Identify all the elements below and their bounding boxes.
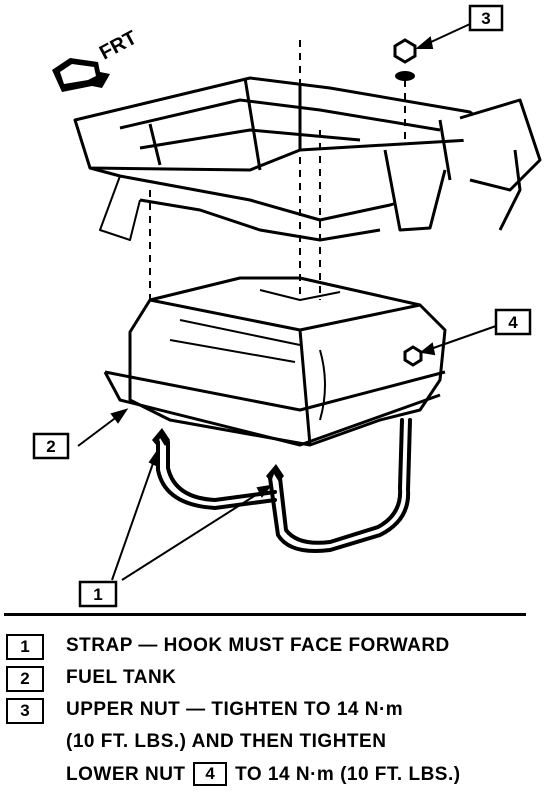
frt-label: FRT: [96, 27, 141, 65]
fuel-tank-diagram: FRT: [32, 4, 542, 608]
svg-text:3: 3: [481, 9, 490, 28]
callout-3: 3: [468, 4, 504, 32]
vehicle-frame: [73, 76, 542, 242]
legend: 1 STRAP — HOOK MUST FACE FORWARD 2 FUEL …: [6, 632, 546, 792]
legend-continuation: (10 FT. LBS.) AND THEN TIGHTEN: [6, 728, 546, 760]
front-direction-arrow: FRT: [52, 27, 141, 92]
svg-text:4: 4: [508, 313, 518, 332]
legend-item-upper-nut: 3 UPPER NUT — TIGHTEN TO 14 N·m: [6, 696, 546, 728]
legend-continuation: LOWER NUT 4 TO 14 N·m (10 FT. LBS.): [6, 760, 546, 792]
svg-text:2: 2: [46, 437, 55, 456]
legend-item-fuel-tank: 2 FUEL TANK: [6, 664, 546, 696]
svg-text:1: 1: [93, 585, 102, 604]
upper-nut: [393, 38, 417, 81]
legend-item-strap: 1 STRAP — HOOK MUST FACE FORWARD: [6, 632, 546, 664]
callout-4: 4: [494, 308, 532, 336]
legend-number-box: 3: [6, 698, 44, 724]
legend-text: FUEL TANK: [66, 667, 177, 688]
legend-text: STRAP — HOOK MUST FACE FORWARD: [66, 635, 450, 656]
legend-text: UPPER NUT — TIGHTEN TO 14 N·m: [66, 699, 404, 720]
alignment-lines: [149, 40, 406, 300]
legend-number-box: 2: [6, 666, 44, 692]
inline-callout-4: 4: [193, 762, 228, 786]
strap-hooks: [152, 428, 284, 482]
callout-2: 2: [32, 432, 70, 460]
legend-number-box: 1: [6, 634, 44, 660]
leader-lines: [77, 23, 497, 581]
fuel-tank: [103, 276, 447, 447]
lower-nut-label: LOWER NUT: [66, 764, 186, 785]
legend-divider: [4, 613, 526, 616]
legend-text: (10 FT. LBS.) AND THEN TIGHTEN: [66, 731, 387, 752]
fuel-tank-straps: [156, 418, 412, 553]
lower-nut: [403, 345, 423, 367]
callout-1: 1: [78, 580, 118, 608]
torque-spec: TO 14 N·m (10 FT. LBS.): [235, 764, 461, 785]
legend-text: LOWER NUT 4 TO 14 N·m (10 FT. LBS.): [66, 762, 461, 787]
